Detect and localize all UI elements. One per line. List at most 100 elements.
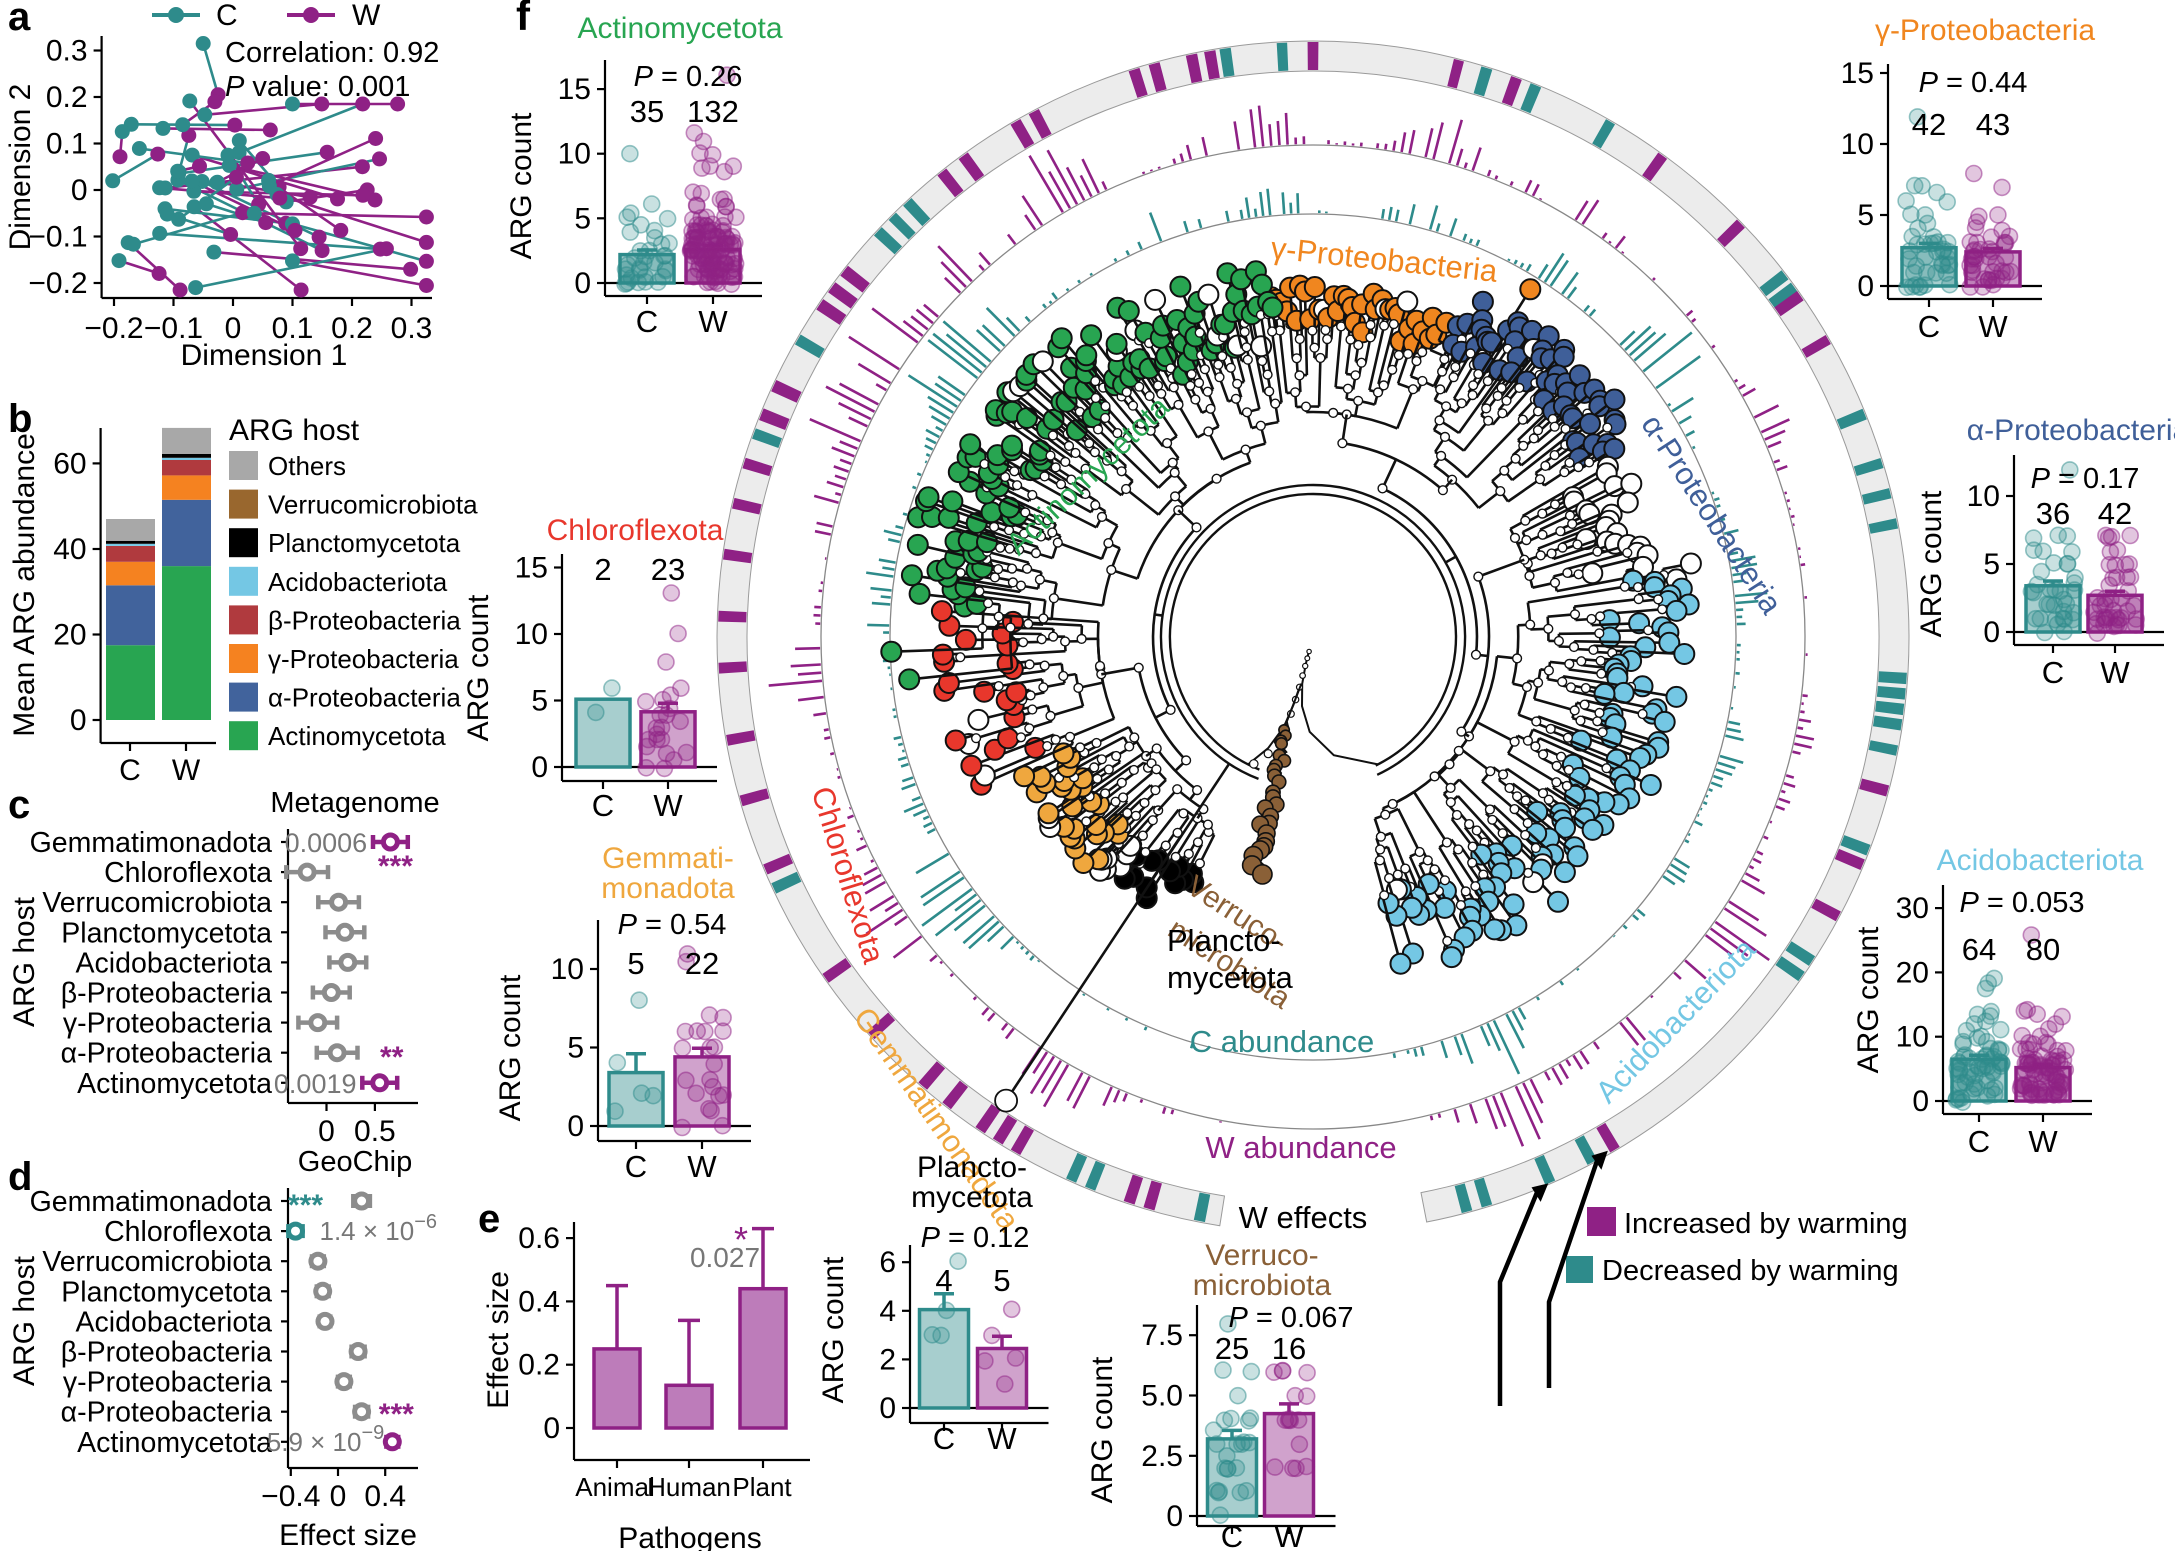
svg-text:ARG count: ARG count [494, 974, 527, 1121]
svg-text:5: 5 [574, 202, 591, 235]
svg-text:P = 0.12: P = 0.12 [921, 1222, 1030, 1254]
svg-text:−0.2: −0.2 [84, 312, 143, 345]
svg-text:0.3: 0.3 [391, 312, 433, 345]
svg-text:C: C [1968, 1124, 1990, 1159]
svg-text:P value: 0.001: P value: 0.001 [225, 71, 410, 103]
svg-text:5: 5 [627, 946, 644, 981]
svg-text:Increased by warming: Increased by warming [1624, 1208, 1908, 1240]
svg-text:16: 16 [1272, 1331, 1306, 1366]
svg-text:W: W [2100, 655, 2130, 690]
svg-text:0.2: 0.2 [46, 81, 88, 114]
svg-text:30: 30 [1896, 892, 1929, 925]
svg-text:0: 0 [318, 1115, 335, 1148]
svg-text:0: 0 [330, 1480, 347, 1513]
svg-text:132: 132 [687, 94, 739, 129]
svg-text:42: 42 [1912, 107, 1946, 142]
svg-text:43: 43 [1976, 107, 2010, 142]
svg-text:W: W [1978, 309, 2008, 344]
svg-text:6: 6 [879, 1246, 896, 1279]
svg-text:e: e [478, 1197, 500, 1241]
svg-text:22: 22 [685, 946, 719, 981]
svg-text:P = 0.26: P = 0.26 [634, 61, 743, 93]
svg-text:0: 0 [531, 751, 548, 784]
svg-text:5: 5 [1857, 199, 1874, 232]
svg-text:Gemmati-: Gemmati- [602, 842, 734, 875]
svg-text:Chloroflexota: Chloroflexota [104, 1216, 272, 1248]
svg-text:5.0: 5.0 [1141, 1380, 1183, 1413]
svg-text:C: C [933, 1421, 955, 1456]
svg-text:0: 0 [1166, 1500, 1183, 1533]
svg-text:Planctomycetota: Planctomycetota [268, 528, 461, 558]
svg-text:0.027: 0.027 [690, 1242, 760, 1273]
svg-text:0: 0 [574, 267, 591, 300]
svg-text:Dimension 2: Dimension 2 [4, 84, 37, 251]
svg-text:C: C [1221, 1519, 1243, 1551]
svg-text:Verruco-: Verruco- [1205, 1239, 1318, 1272]
svg-text:α-Proteobacteria: α-Proteobacteria [1967, 414, 2175, 447]
svg-text:5: 5 [567, 1032, 584, 1065]
svg-text:2: 2 [594, 552, 611, 587]
svg-text:Acidobacteriota: Acidobacteriota [76, 1306, 273, 1338]
svg-text:0.6: 0.6 [518, 1222, 560, 1255]
svg-text:Gemmatimonadota: Gemmatimonadota [30, 1186, 273, 1218]
svg-text:4: 4 [935, 1263, 952, 1298]
svg-text:ARG count: ARG count [505, 112, 538, 259]
svg-text:***: *** [378, 850, 413, 883]
svg-text:Human: Human [647, 1472, 731, 1502]
svg-text:ARG count: ARG count [1915, 490, 1948, 637]
svg-text:W: W [698, 304, 728, 339]
svg-text:***: *** [379, 1398, 414, 1431]
svg-text:Dimension 1: Dimension 1 [181, 339, 348, 372]
svg-text:Acidobacteriota: Acidobacteriota [1937, 844, 2144, 877]
svg-text:α-Proteobacteria: α-Proteobacteria [61, 1038, 272, 1070]
svg-text:ARG count: ARG count [817, 1256, 850, 1403]
svg-text:Others: Others [268, 451, 346, 481]
svg-text:W effects: W effects [1239, 1200, 1368, 1235]
svg-text:5: 5 [993, 1263, 1010, 1298]
svg-text:42: 42 [2098, 496, 2132, 531]
svg-text:0.1: 0.1 [46, 128, 88, 161]
svg-text:0.5: 0.5 [354, 1115, 396, 1148]
svg-text:23: 23 [651, 552, 685, 587]
svg-text:C: C [636, 304, 658, 339]
svg-text:64: 64 [1962, 932, 1996, 967]
svg-text:Plant: Plant [732, 1472, 792, 1502]
svg-text:Acidobacteriota: Acidobacteriota [268, 567, 448, 597]
svg-text:2: 2 [879, 1343, 896, 1376]
svg-text:W: W [653, 788, 683, 823]
svg-text:ARG count: ARG count [1086, 1356, 1119, 1503]
svg-text:5: 5 [531, 685, 548, 718]
svg-text:0: 0 [567, 1110, 584, 1143]
svg-text:C: C [625, 1149, 647, 1184]
svg-text:P = 0.54: P = 0.54 [618, 909, 727, 941]
svg-text:0: 0 [70, 704, 87, 737]
svg-text:α-Proteobacteria: α-Proteobacteria [268, 683, 461, 713]
svg-text:W abundance: W abundance [1205, 1130, 1396, 1165]
svg-text:5: 5 [1983, 548, 2000, 581]
svg-text:Acidobacteriota: Acidobacteriota [76, 947, 273, 979]
svg-text:Plancto-: Plancto- [1167, 923, 1281, 958]
svg-text:15: 15 [558, 73, 591, 106]
svg-text:β-Proteobacteria: β-Proteobacteria [61, 1337, 272, 1369]
svg-text:0: 0 [71, 174, 88, 207]
svg-text:4: 4 [879, 1295, 896, 1328]
svg-text:0: 0 [543, 1412, 560, 1445]
svg-text:Chloroflexota: Chloroflexota [547, 514, 724, 547]
svg-text:0.4: 0.4 [364, 1480, 406, 1513]
svg-text:10: 10 [1967, 480, 2000, 513]
svg-text:α-Proteobacteria: α-Proteobacteria [61, 1397, 272, 1429]
svg-text:15: 15 [1841, 57, 1874, 90]
svg-text:GeoChip: GeoChip [298, 1146, 412, 1178]
svg-text:W: W [687, 1149, 717, 1184]
svg-text:0: 0 [1912, 1085, 1929, 1118]
svg-text:C: C [1918, 309, 1940, 344]
svg-text:0: 0 [1857, 270, 1874, 303]
svg-text:0.3: 0.3 [46, 35, 88, 68]
svg-text:Correlation: 0.92: Correlation: 0.92 [225, 37, 439, 69]
svg-text:Mean ARG abundance: Mean ARG abundance [8, 433, 41, 737]
svg-text:80: 80 [2026, 932, 2060, 967]
svg-text:Verrucomicrobiota: Verrucomicrobiota [42, 887, 272, 919]
svg-text:Effect size: Effect size [279, 1519, 417, 1551]
svg-text:P = 0.44: P = 0.44 [1919, 67, 2028, 99]
svg-text:β-Proteobacteria: β-Proteobacteria [61, 978, 272, 1010]
